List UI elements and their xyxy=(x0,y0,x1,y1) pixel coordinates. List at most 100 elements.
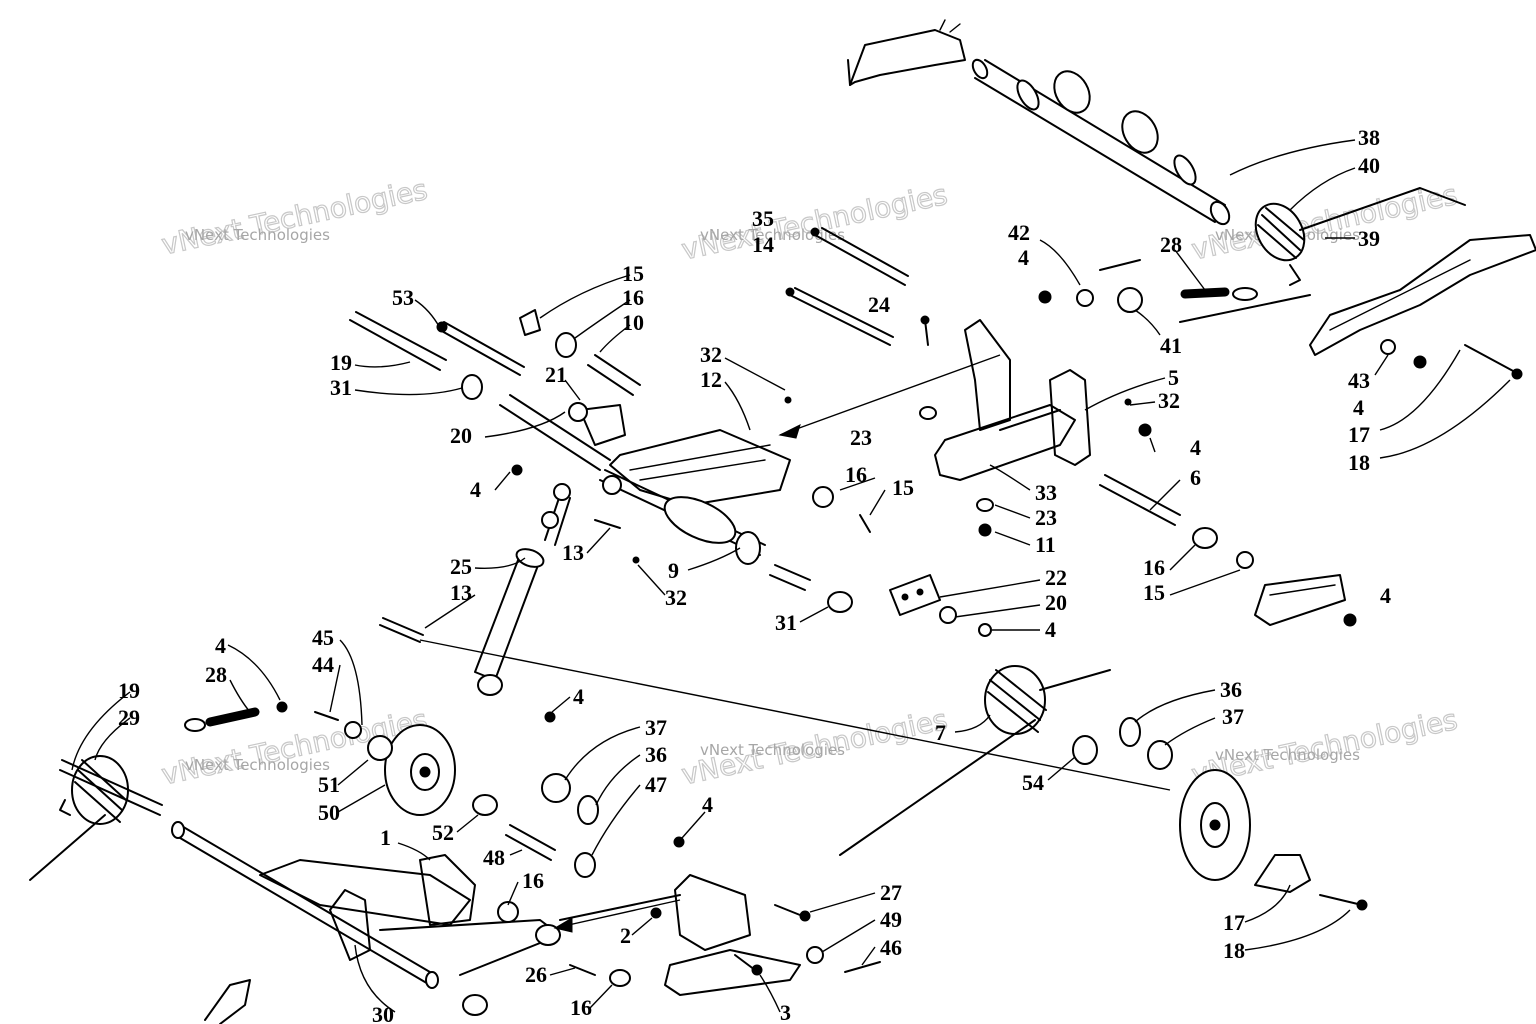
callout-number: 15 xyxy=(622,261,644,286)
callout-number: 18 xyxy=(1223,938,1245,963)
left-idler-wheel xyxy=(314,711,498,816)
callout-number: 20 xyxy=(1045,590,1067,615)
watermark-text: vNext Technologies xyxy=(700,226,845,244)
callout-number: 12 xyxy=(700,367,722,392)
callout-number: 39 xyxy=(1358,226,1380,251)
callout-number: 19 xyxy=(330,350,352,375)
callout-number: 54 xyxy=(1022,770,1044,795)
plate-22 xyxy=(889,574,992,637)
callout-number: 47 xyxy=(645,772,667,797)
upper-frame-bracket xyxy=(847,19,966,86)
callout-number: 37 xyxy=(1222,704,1244,729)
callout-number: 36 xyxy=(1220,677,1242,702)
bearing-37-right xyxy=(1147,740,1173,770)
callout-number: 20 xyxy=(450,423,472,448)
torsion-spring-7 xyxy=(839,665,1111,856)
callout-number: 16 xyxy=(1143,555,1165,580)
spacer-31-lower xyxy=(769,564,853,613)
callout-number: 27 xyxy=(880,880,902,905)
washer-54 xyxy=(1072,735,1098,765)
callout-number: 4 xyxy=(1380,583,1391,608)
bearing-37-left xyxy=(541,773,571,803)
washer-47 xyxy=(574,852,596,878)
right-idler-wheel xyxy=(1179,769,1251,881)
callout-number: 32 xyxy=(665,585,687,610)
watermark-large: vNext Technologies xyxy=(159,173,431,262)
lower-arm-assembly xyxy=(171,821,681,989)
callout-number: 31 xyxy=(330,375,352,400)
parts-drawing xyxy=(29,19,1536,1024)
part-callouts: 38 40 39 42 4 28 41 43 4 17 18 35 14 24 … xyxy=(118,125,1391,1024)
callout-number: 28 xyxy=(1160,232,1182,257)
callout-number: 4 xyxy=(1353,395,1364,420)
upper-torsion-spring xyxy=(1254,187,1466,286)
callout-number: 14 xyxy=(752,232,774,257)
small-nuts xyxy=(511,259,1523,848)
callout-number: 4 xyxy=(215,633,226,658)
callout-number: 41 xyxy=(1160,333,1182,358)
ring-36-left xyxy=(577,795,599,825)
callout-number: 15 xyxy=(892,475,914,500)
callout-number: 37 xyxy=(645,715,667,740)
callout-number: 48 xyxy=(483,845,505,870)
callout-number: 23 xyxy=(850,425,872,450)
callout-number: 32 xyxy=(700,342,722,367)
callout-number: 28 xyxy=(205,662,227,687)
ring-36-right xyxy=(1119,717,1141,747)
callout-number: 5 xyxy=(1168,365,1179,390)
callout-leaders xyxy=(71,139,1511,1013)
callout-number: 9 xyxy=(668,558,679,583)
right-frame-rail-upper xyxy=(1309,234,1536,356)
callout-number: 4 xyxy=(470,477,481,502)
callout-number: 24 xyxy=(868,292,890,317)
bushing-31-upper xyxy=(461,374,483,400)
upper-fastener-stack xyxy=(519,309,641,396)
rear-arm-bracket xyxy=(934,319,1091,481)
callout-number: 36 xyxy=(645,742,667,767)
lower-mount-bracket xyxy=(569,874,881,996)
left-torsion-spring xyxy=(29,755,163,881)
watermark-large: vNext Technologies xyxy=(679,178,951,267)
callout-number: 2 xyxy=(620,923,631,948)
long-bolts xyxy=(785,227,909,346)
callout-number: 18 xyxy=(1348,450,1370,475)
watermark-text: vNext Technologies xyxy=(1215,746,1360,764)
eye-bolt-28-left xyxy=(184,701,288,732)
callout-number: 4 xyxy=(573,684,584,709)
watermark-text: vNext Technologies xyxy=(185,226,330,244)
callout-number: 22 xyxy=(1045,565,1067,590)
axle-centerline xyxy=(419,639,1171,791)
watermarks: vNext Technologies vNext Technologies vN… xyxy=(158,172,1461,792)
callout-number: 16 xyxy=(522,868,544,893)
callout-number: 21 xyxy=(545,362,567,387)
bolt-13 xyxy=(379,519,621,643)
callout-number: 1 xyxy=(380,825,391,850)
callout-number: 16 xyxy=(622,285,644,310)
callout-number: 51 xyxy=(318,772,340,797)
callout-number: 42 xyxy=(1008,220,1030,245)
callout-number: 4 xyxy=(1045,617,1056,642)
front-arm-assembly xyxy=(499,394,791,565)
callout-number: 33 xyxy=(1035,480,1057,505)
bottom-bushing xyxy=(462,994,488,1016)
callout-number: 4 xyxy=(1018,245,1029,270)
callout-number: 4 xyxy=(1190,435,1201,460)
shock-absorber xyxy=(474,483,571,696)
callout-number: 3 xyxy=(780,1000,791,1024)
callout-number: 16 xyxy=(845,462,867,487)
callout-number: 50 xyxy=(318,800,340,825)
callout-number: 11 xyxy=(1035,532,1056,557)
callout-number: 40 xyxy=(1358,153,1380,178)
pin-48 xyxy=(505,824,556,861)
callout-number: 17 xyxy=(1223,910,1245,935)
callout-number: 30 xyxy=(372,1002,394,1024)
callout-number: 19 xyxy=(118,678,140,703)
callout-number: 15 xyxy=(1143,580,1165,605)
callout-number: 53 xyxy=(392,285,414,310)
callout-number: 32 xyxy=(1158,388,1180,413)
callout-number: 4 xyxy=(702,792,713,817)
callout-number: 43 xyxy=(1348,368,1370,393)
bottom-end-cap xyxy=(204,979,251,1024)
right-frame-rail-lower xyxy=(1254,574,1346,626)
